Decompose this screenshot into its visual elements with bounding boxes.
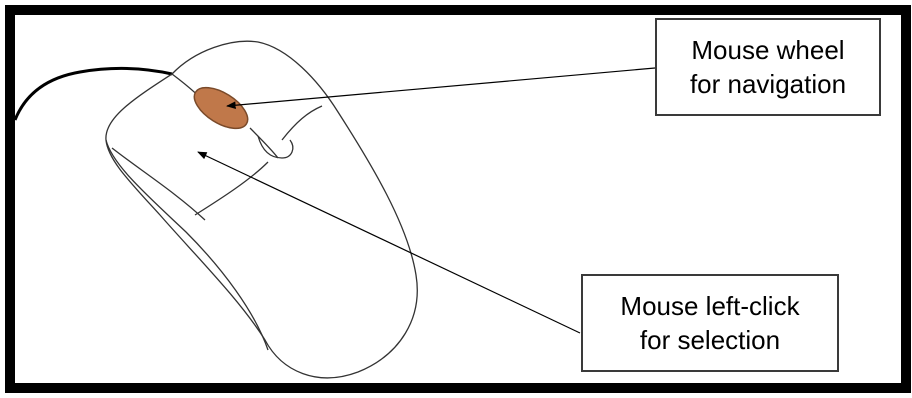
mouse-body-outline <box>106 41 417 378</box>
mouse-left-button-divider <box>195 162 268 215</box>
mouse-left-click-callout-text: Mouse left-click for selection <box>620 289 799 357</box>
left-click-leader-line <box>198 152 580 333</box>
figure-frame: Mouse wheel for navigation Mouse left-cl… <box>5 5 911 393</box>
wheel-leader-line <box>227 68 655 106</box>
mouse-side-ridge-inner <box>112 148 205 220</box>
mouse-button-split-upper <box>250 128 278 158</box>
scroll-wheel-icon <box>188 79 255 136</box>
mouse-wheel-callout-text: Mouse wheel for navigation <box>690 33 846 101</box>
mouse-left-click-callout-line2: for selection <box>620 323 799 357</box>
mouse-wheel-callout-line2: for navigation <box>690 67 846 101</box>
computer-mouse-icon <box>106 41 417 378</box>
mouse-cable <box>15 68 172 120</box>
mouse-left-click-callout-line1: Mouse left-click <box>620 289 799 323</box>
mouse-button-split-right <box>282 106 322 140</box>
mouse-left-click-callout: Mouse left-click for selection <box>581 274 839 372</box>
mouse-wheel-callout: Mouse wheel for navigation <box>655 18 881 116</box>
mouse-wheel-callout-line1: Mouse wheel <box>690 33 846 67</box>
